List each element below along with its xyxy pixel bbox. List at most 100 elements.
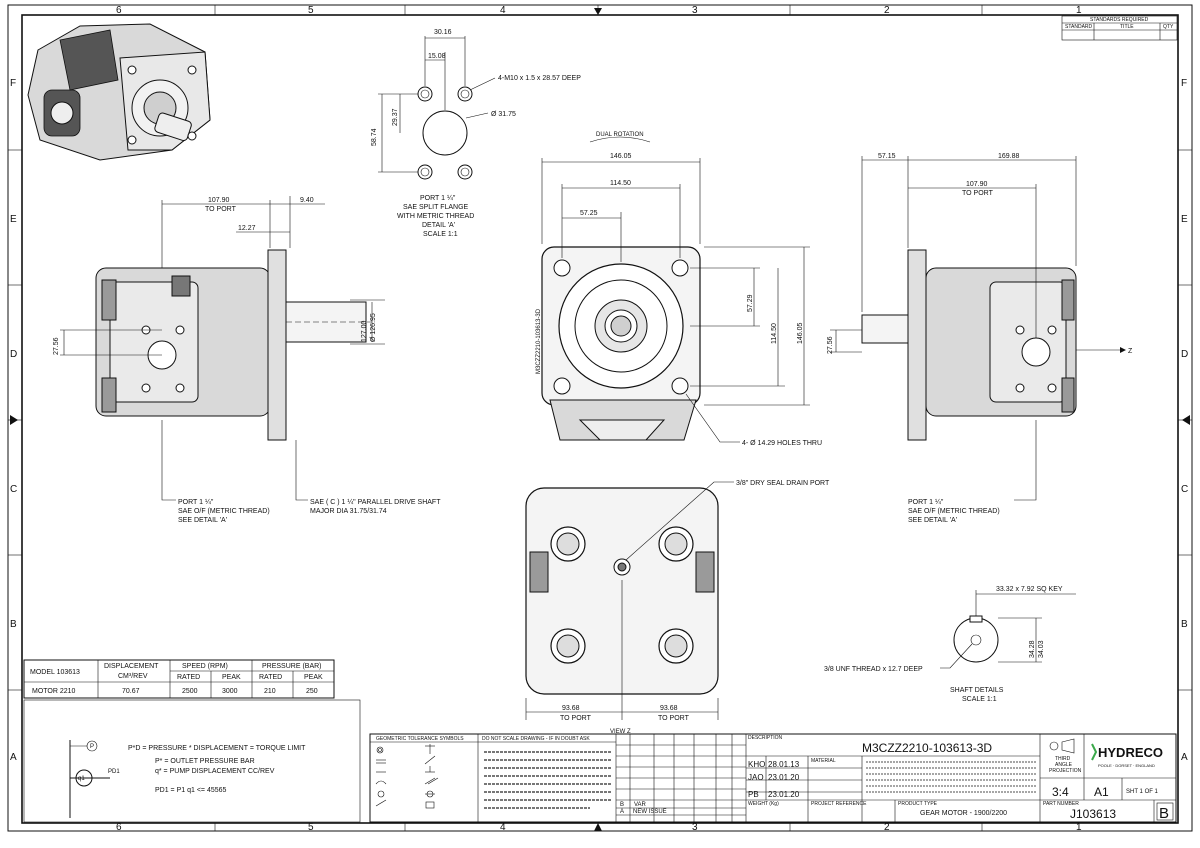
svg-text:1: 1: [1076, 822, 1082, 833]
svg-text:70.67: 70.67: [122, 688, 140, 695]
svg-text:SHAFT DETAILS: SHAFT DETAILS: [950, 687, 1004, 694]
svg-text:STANDARDS REQUIRED: STANDARDS REQUIRED: [1090, 17, 1149, 23]
svg-text:PRESSURE (BAR): PRESSURE (BAR): [262, 663, 322, 670]
svg-text:1: 1: [1076, 5, 1082, 16]
svg-text:DETAIL 'A': DETAIL 'A': [422, 222, 455, 229]
formula-block: P q1 PD1 P*D = PRESSURE * DISPLACEMENT =…: [23, 699, 361, 823]
svg-text:PD1: PD1: [108, 769, 120, 775]
svg-text:MATERIAL: MATERIAL: [811, 758, 836, 764]
svg-text:TO PORT: TO PORT: [560, 715, 592, 722]
svg-text:114.50: 114.50: [610, 180, 631, 187]
svg-text:TO PORT: TO PORT: [962, 190, 994, 197]
row-labels-right: F E D C B A: [1181, 78, 1188, 763]
svg-text:SCALE 1:1: SCALE 1:1: [423, 231, 458, 238]
svg-text:PEAK: PEAK: [222, 674, 241, 681]
svg-text:SCALE 1:1: SCALE 1:1: [962, 696, 997, 703]
projection-symbol: THIRD ANGLE PROJECTION: [1039, 734, 1176, 822]
svg-text:PROJECT REFERENCE: PROJECT REFERENCE: [811, 801, 867, 807]
svg-text:23.01.20: 23.01.20: [768, 773, 800, 782]
svg-text:A: A: [620, 809, 624, 815]
left-side-view: 107.90 TO PORT 9.40 12.27 27.56 127.00 Ø…: [53, 196, 441, 524]
svg-text:HYDRECO: HYDRECO: [1098, 745, 1163, 760]
svg-text:107.90: 107.90: [966, 181, 988, 188]
svg-text:P: P: [90, 744, 94, 750]
svg-text:E: E: [1181, 214, 1188, 225]
svg-text:4: 4: [500, 822, 506, 833]
svg-text:15.08: 15.08: [428, 53, 446, 60]
svg-text:DESCRIPTION: DESCRIPTION: [748, 735, 783, 741]
svg-text:3000: 3000: [222, 688, 238, 695]
svg-text:A1: A1: [1094, 785, 1109, 799]
svg-text:6: 6: [116, 822, 122, 833]
svg-text:C: C: [1181, 484, 1188, 495]
svg-text:57.25: 57.25: [580, 210, 598, 217]
svg-text:DUAL ROTATION: DUAL ROTATION: [596, 132, 644, 138]
svg-text:q* = PUMP DISPLACEMENT CC/REV: q* = PUMP DISPLACEMENT CC/REV: [155, 768, 275, 775]
shaft-details: 33.32 x 7.92 SQ KEY 34.28 34.03 3/8 UNF …: [824, 586, 1076, 703]
svg-text:M3CZZ2210-103613-3D: M3CZZ2210-103613-3D: [536, 308, 542, 374]
svg-text:SEE DETAIL 'A': SEE DETAIL 'A': [178, 517, 227, 524]
svg-text:PB: PB: [748, 790, 759, 799]
svg-text:2: 2: [884, 5, 890, 16]
svg-text:PD1 = P1 q1 <= 45565: PD1 = P1 q1 <= 45565: [155, 787, 227, 794]
bottom-view-z: 3/8" DRY SEAL DRAIN PORT 93.68 TO PORT 9…: [525, 480, 830, 735]
svg-text:93.68: 93.68: [562, 705, 580, 712]
svg-text:Z: Z: [1128, 348, 1133, 355]
svg-text:SAE SPLIT FLANGE: SAE SPLIT FLANGE: [403, 204, 469, 211]
svg-text:M3CZZ2210-103613-3D: M3CZZ2210-103613-3D: [862, 741, 992, 755]
front-view: DUAL ROTATION M3CZZ2210-103613-3D 146.05…: [536, 132, 822, 447]
svg-text:KHO: KHO: [748, 760, 765, 769]
svg-text:B: B: [10, 619, 17, 630]
svg-text:33.32 x 7.92 SQ KEY: 33.32 x 7.92 SQ KEY: [996, 586, 1063, 593]
svg-text:34.28: 34.28: [1029, 640, 1036, 658]
svg-text:127.00: 127.00: [361, 320, 368, 342]
svg-text:B: B: [1181, 619, 1188, 630]
svg-text:3/8 UNF THREAD x 12.7 DEEP: 3/8 UNF THREAD x 12.7 DEEP: [824, 666, 923, 673]
svg-text:6: 6: [116, 5, 122, 16]
svg-text:3/8" DRY SEAL DRAIN PORT: 3/8" DRY SEAL DRAIN PORT: [736, 480, 830, 487]
svg-text:PRODUCT TYPE: PRODUCT TYPE: [898, 801, 938, 807]
svg-text:MAJOR DIA 31.75/31.74: MAJOR DIA 31.75/31.74: [310, 508, 387, 515]
svg-text:VAR: VAR: [634, 802, 647, 808]
svg-text:VIEW Z: VIEW Z: [610, 729, 631, 735]
row-labels-left: F E D C B A: [10, 78, 17, 763]
svg-text:Ø 126.95: Ø 126.95: [370, 313, 377, 342]
svg-text:B: B: [620, 802, 624, 808]
svg-text:MODEL 103613: MODEL 103613: [30, 669, 80, 676]
svg-text:PORT 1 ¼": PORT 1 ¼": [178, 499, 214, 506]
copyright-notice: [484, 751, 612, 809]
right-side-view: Z 57.15 169.88 107.90 TO PORT 27.56 PORT…: [827, 153, 1133, 524]
svg-text:SHT 1 OF 1: SHT 1 OF 1: [1126, 789, 1159, 795]
svg-text:ANGLE: ANGLE: [1055, 762, 1073, 768]
svg-text:SAE O/F (METRIC THREAD): SAE O/F (METRIC THREAD): [908, 508, 1000, 515]
svg-text:THIRD: THIRD: [1055, 756, 1071, 762]
svg-text:DISPLACEMENT: DISPLACEMENT: [104, 663, 159, 670]
svg-text:F: F: [1181, 78, 1187, 89]
svg-text:107.90: 107.90: [208, 197, 230, 204]
svg-text:169.88: 169.88: [998, 153, 1020, 160]
svg-text:4-M10 x 1.5 x 28.57 DEEP: 4-M10 x 1.5 x 28.57 DEEP: [498, 75, 581, 82]
svg-text:E: E: [10, 214, 17, 225]
svg-text:PORT 1 ¼": PORT 1 ¼": [908, 499, 944, 506]
svg-text:J103613: J103613: [1070, 807, 1116, 821]
svg-text:PORT 1 ¼": PORT 1 ¼": [420, 195, 456, 202]
revision-grid: B VAR A NEW ISSUE: [615, 734, 747, 822]
svg-text:29.37: 29.37: [392, 108, 399, 126]
svg-text:2500: 2500: [182, 688, 198, 695]
sheet-info: 3:4 A1 SHT 1 OF 1 PART NUMBER J103613 B: [1040, 778, 1176, 822]
svg-text:PART NUMBER: PART NUMBER: [1043, 801, 1079, 807]
svg-text:POOLE · DORSET · ENGLAND: POOLE · DORSET · ENGLAND: [1098, 763, 1155, 768]
standards-table: STANDARDS REQUIRED STANDARD TITLE QTY: [1061, 15, 1178, 41]
svg-text:CM³/REV: CM³/REV: [118, 673, 148, 680]
svg-text:GEOMETRIC TOLERANCE SYMBOLS: GEOMETRIC TOLERANCE SYMBOLS: [376, 736, 464, 742]
svg-text:4: 4: [500, 5, 506, 16]
svg-text:3: 3: [692, 5, 698, 16]
svg-text:28.01.13: 28.01.13: [768, 760, 800, 769]
svg-text:q1: q1: [78, 776, 85, 782]
spec-table: MODEL 103613 DISPLACEMENT CM³/REV SPEED …: [23, 659, 335, 699]
column-labels-top: 6 5 4 3 2 1: [116, 5, 1082, 16]
svg-text:TITLE: TITLE: [1120, 24, 1134, 30]
svg-text:TO PORT: TO PORT: [658, 715, 690, 722]
svg-text:27.56: 27.56: [827, 336, 834, 354]
svg-text:P*D = PRESSURE * DISPLACEMENT: P*D = PRESSURE * DISPLACEMENT = TORQUE L…: [128, 745, 306, 752]
